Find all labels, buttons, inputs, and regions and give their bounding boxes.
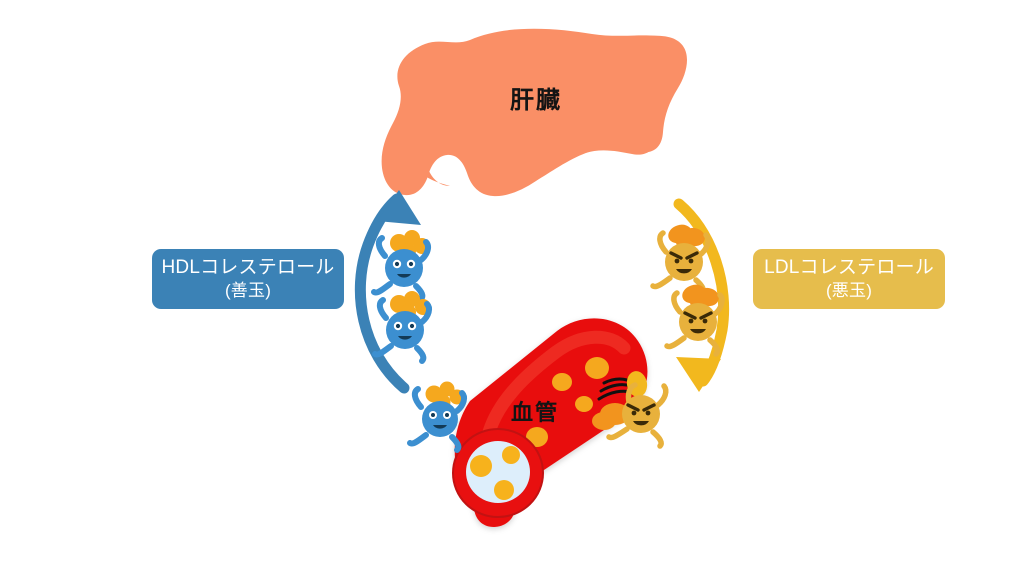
hdl-character-middle — [372, 291, 433, 364]
ldl-cholesterol-label: LDLコレステロール (悪玉) — [753, 249, 945, 309]
ldl-label-name: LDLコレステロール — [764, 256, 934, 278]
hdl-label-qualifier: (善玉) — [224, 281, 272, 301]
vessel-cutaway-opening — [452, 428, 544, 518]
ldl-character-thrower — [606, 371, 669, 449]
hdl-cholesterol-label: HDLコレステロール (善玉) — [152, 249, 344, 309]
blood-vessel-label: 血管 — [511, 400, 560, 425]
hdl-character-upper — [371, 230, 432, 302]
thrown-plaque-blob — [592, 403, 630, 430]
liver-shape — [381, 28, 687, 197]
plaque-dots-in-tube — [526, 357, 609, 447]
hdl-label-name: HDLコレステロール — [161, 256, 335, 278]
ldl-character-upper — [650, 224, 711, 297]
liver-label: 肝臓 — [510, 87, 562, 114]
blood-vessel-shape — [452, 318, 648, 527]
plaque-dots-in-lumen — [470, 446, 520, 500]
ldl-arrow — [673, 198, 730, 392]
hdl-character-lower — [407, 381, 468, 453]
ldl-character-middle — [664, 284, 725, 357]
hdl-arrow — [354, 190, 421, 394]
ldl-label-qualifier: (悪玉) — [825, 281, 873, 301]
